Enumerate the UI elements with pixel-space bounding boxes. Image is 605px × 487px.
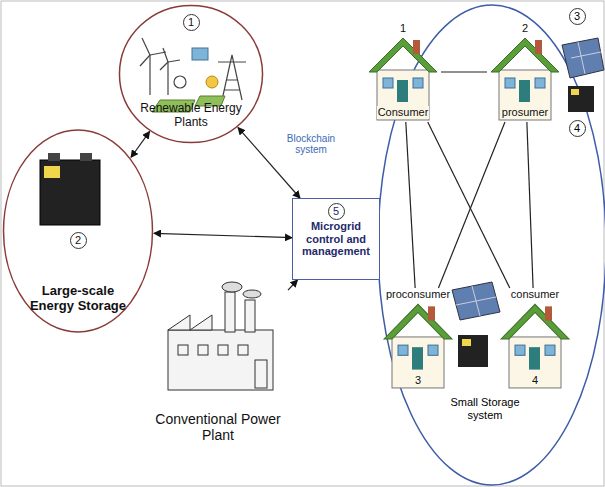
connector <box>441 71 487 72</box>
node-label: Conventional Power Plant <box>150 411 286 443</box>
power-plant: Conventional Power Plant <box>148 282 288 447</box>
house: 1Consumer <box>365 22 441 122</box>
house: 2 prosumer <box>487 22 563 122</box>
connector <box>131 132 149 158</box>
node-label: Consumer <box>377 106 430 119</box>
node-label: prosumer <box>501 106 549 119</box>
renewable-circle: 1Renewable Energy Plants <box>118 4 264 144</box>
node-label: 1 <box>400 22 406 35</box>
connector <box>154 233 292 237</box>
part-label: Small Storage system <box>440 396 530 421</box>
connector <box>527 122 533 288</box>
node-label: Microgrid control and management <box>297 220 375 258</box>
connector <box>428 122 510 288</box>
node-label: proconsumer <box>386 288 450 301</box>
node-label: Large-scale Energy Storage <box>20 284 136 314</box>
node-label: 4 <box>531 374 539 387</box>
callout-number: 2 <box>70 232 87 249</box>
connector <box>288 280 297 290</box>
node-label: 3 <box>414 374 422 387</box>
callout-number: 4 <box>566 118 588 137</box>
house: consumer 4 <box>497 288 573 390</box>
edge-label: Blockchain system <box>283 133 339 156</box>
house: proconsumer 3 <box>380 288 456 390</box>
node-label: consumer <box>511 288 559 301</box>
callout-number: 5 <box>328 203 345 220</box>
connector <box>406 122 415 288</box>
node-label: 2 <box>522 22 528 35</box>
node-label: Renewable Energy Plants <box>130 102 252 130</box>
storage-circle: 2Large-scale Energy Storage <box>2 128 154 334</box>
microgrid-box: 5Microgrid control and management <box>292 198 380 280</box>
callout-number: 1 <box>183 14 200 31</box>
connector <box>438 122 505 288</box>
callout-number: 3 <box>566 6 588 25</box>
